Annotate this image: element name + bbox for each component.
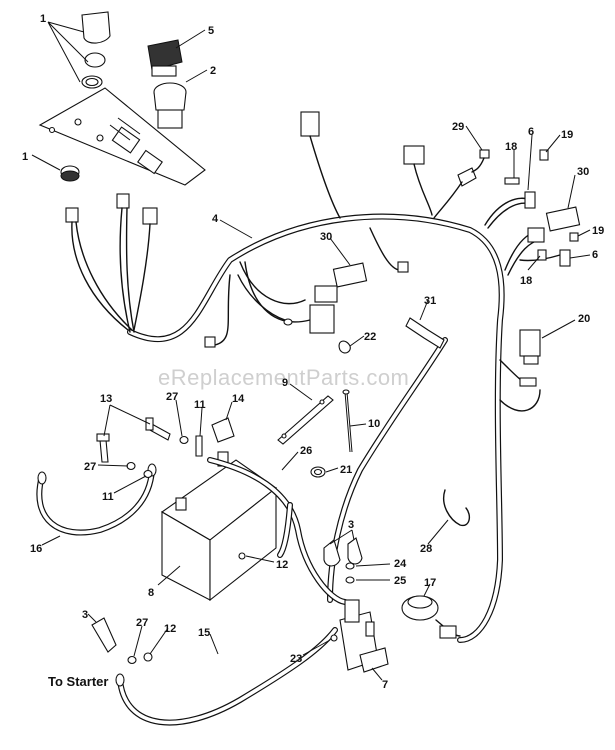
- pto-switch: [153, 82, 187, 129]
- rocker-switch: [147, 39, 183, 77]
- callout-label: 19: [561, 129, 573, 141]
- hook-and-alarm: [401, 489, 471, 639]
- callout-label: 13: [100, 393, 112, 405]
- starter-solenoid: [330, 599, 389, 673]
- callout-label: 5: [208, 25, 214, 37]
- callout-label: 30: [577, 166, 589, 178]
- callout-label: 18: [520, 275, 532, 287]
- nuts: [127, 652, 153, 665]
- terminal-boots: [91, 537, 363, 653]
- callout-label: 16: [30, 543, 42, 555]
- bracket-and-rod: [277, 389, 353, 453]
- dash-panel: [38, 87, 206, 186]
- callout-label: 3: [82, 609, 88, 621]
- leader-lines: [31, 21, 591, 681]
- callout-label: 27: [84, 461, 96, 473]
- callout-label: 6: [592, 249, 598, 261]
- key-switch: [81, 11, 111, 89]
- callout-label: 19: [592, 225, 604, 237]
- callout-label: 10: [368, 418, 380, 430]
- grommet: [60, 165, 80, 182]
- callout-label: 27: [136, 617, 148, 629]
- callout-label: 22: [364, 331, 376, 343]
- panel-connectors: [65, 193, 158, 333]
- callout-label: 28: [420, 543, 432, 555]
- callout-label: 23: [290, 653, 302, 665]
- callout-label: 26: [300, 445, 312, 457]
- callout-label: 14: [232, 393, 245, 405]
- battery-cables: [36, 457, 348, 726]
- callout-labels: 1 5 2 1 29 18 6 19 30 4 30 19 6 18 20 22…: [22, 13, 604, 691]
- hardware: [96, 417, 326, 479]
- battery: [160, 451, 277, 602]
- callout-label: 1: [40, 13, 46, 25]
- callout-label: 27: [166, 391, 178, 403]
- callout-label: 25: [394, 575, 406, 587]
- callout-label: 8: [148, 587, 154, 599]
- seat-switch: [499, 329, 541, 412]
- callout-label: 7: [382, 679, 388, 691]
- callout-label: 15: [198, 627, 210, 639]
- callout-label: 12: [164, 623, 176, 635]
- callout-label: 11: [194, 399, 206, 411]
- callout-label: 1: [22, 151, 28, 163]
- watermark: eReplacementParts.com: [158, 365, 409, 390]
- callout-label: 29: [452, 121, 464, 133]
- small-connectors: [338, 317, 445, 354]
- callout-label: 21: [340, 464, 352, 476]
- callout-label: 18: [505, 141, 517, 153]
- callout-label: 4: [212, 213, 219, 225]
- callout-label: 12: [276, 559, 288, 571]
- upper-connectors: [300, 111, 490, 219]
- relay-right: [484, 149, 581, 276]
- relay-left: [204, 227, 409, 348]
- callout-label: 11: [102, 491, 114, 503]
- callout-label: 30: [320, 231, 332, 243]
- callout-label: 31: [424, 295, 436, 307]
- callout-label: 24: [394, 558, 407, 570]
- callout-label: 6: [528, 126, 534, 138]
- to-starter-note: To Starter: [48, 674, 108, 689]
- callout-label: 2: [210, 65, 216, 77]
- callout-label: 9: [282, 377, 288, 389]
- callout-label: 17: [424, 577, 436, 589]
- callout-label: 20: [578, 313, 590, 325]
- callout-label: 3: [348, 519, 354, 531]
